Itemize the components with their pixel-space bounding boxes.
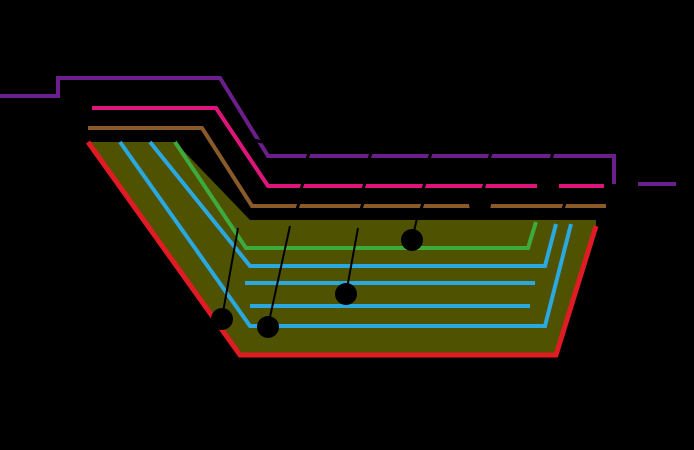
- purple-line: [0, 76, 616, 184]
- brown-line: [88, 126, 606, 208]
- gap-brown-3: [418, 199, 426, 213]
- green-line: [173, 140, 538, 250]
- gap-magenta-1: [298, 179, 306, 193]
- gap-magenta-5: [253, 138, 263, 144]
- leader-3: [345, 227, 359, 295]
- gap-purple-3: [426, 149, 434, 163]
- marker-6: [537, 175, 559, 197]
- marker-4: [401, 229, 423, 251]
- gap-purple-4: [486, 149, 494, 163]
- marker-5: [469, 193, 491, 215]
- gap-purple-5: [548, 149, 556, 163]
- marker-1: [211, 308, 233, 330]
- blue-line-3: [118, 140, 573, 328]
- gap-brown-4: [560, 199, 568, 213]
- gap-purple-2: [366, 149, 374, 163]
- marker-3: [335, 283, 357, 305]
- blue-line-2: [148, 140, 558, 268]
- gap-magenta-3: [420, 179, 428, 193]
- gap-brown-1: [294, 199, 302, 213]
- leader-1: [221, 227, 239, 319]
- markers: [211, 175, 559, 338]
- marker-2: [257, 316, 279, 338]
- red-boundary: [85, 140, 599, 358]
- gap-magenta-2: [360, 179, 368, 193]
- gap-purple-1: [304, 149, 312, 163]
- leader-2: [267, 225, 291, 327]
- magenta-line: [92, 106, 604, 188]
- gap-brown-2: [358, 199, 366, 213]
